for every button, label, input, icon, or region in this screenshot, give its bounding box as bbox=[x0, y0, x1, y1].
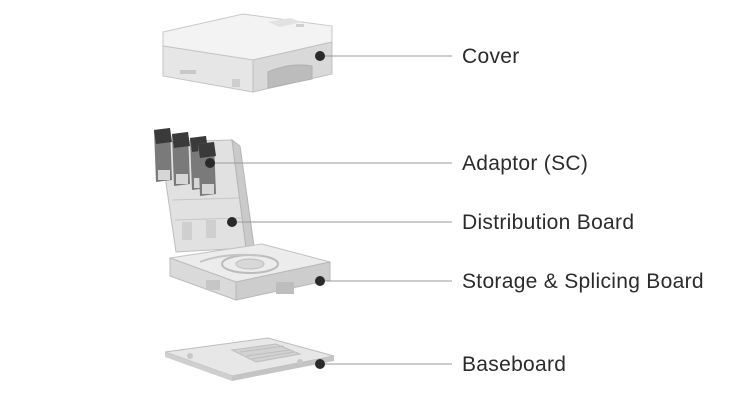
label-distribution-board: Distribution Board bbox=[462, 211, 634, 234]
callout-cover: Cover bbox=[315, 45, 520, 68]
marker-dot bbox=[315, 359, 325, 369]
cover-illustration bbox=[162, 13, 333, 93]
callout-adaptor: Adaptor (SC) bbox=[205, 152, 588, 175]
baseboard-illustration bbox=[164, 337, 335, 381]
label-adaptor: Adaptor (SC) bbox=[462, 152, 588, 175]
label-cover: Cover bbox=[462, 45, 520, 68]
callout-storage-splicing-board: Storage & Splicing Board bbox=[315, 270, 704, 293]
callout-baseboard: Baseboard bbox=[315, 353, 566, 376]
marker-dot bbox=[227, 217, 237, 227]
marker-dot bbox=[315, 51, 325, 61]
label-storage-splicing-board: Storage & Splicing Board bbox=[462, 270, 704, 293]
adaptor-sc-illustration bbox=[154, 128, 216, 196]
storage-splicing-board-illustration bbox=[169, 243, 331, 301]
label-baseboard: Baseboard bbox=[462, 353, 566, 376]
marker-dot bbox=[315, 276, 325, 286]
marker-dot bbox=[205, 158, 215, 168]
callout-distribution-board: Distribution Board bbox=[227, 211, 634, 234]
